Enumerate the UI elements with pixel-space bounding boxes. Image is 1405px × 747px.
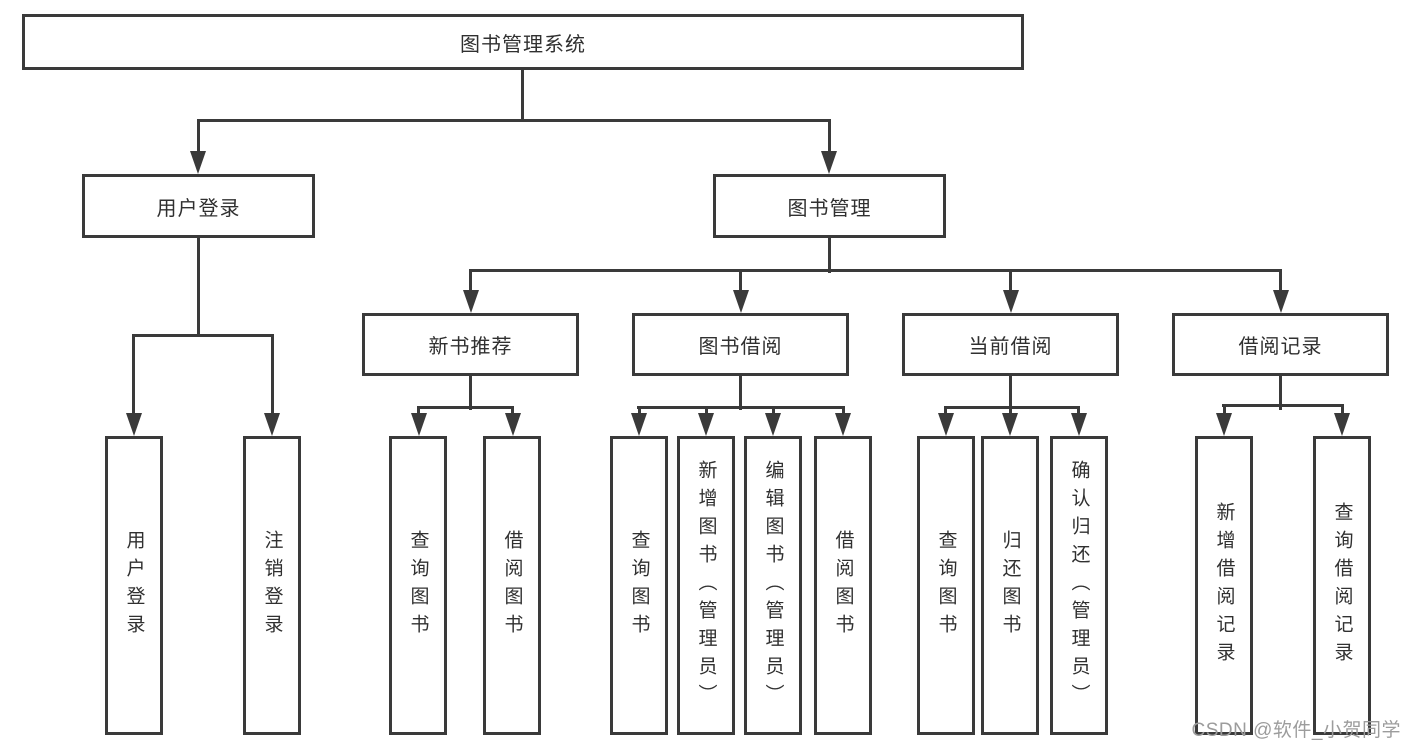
connector-line-v — [842, 406, 845, 416]
leaf-add-borrow-record: 新增借阅记录 — [1195, 436, 1253, 735]
connector-line-h — [197, 119, 831, 122]
leaf-query-borrow-record-label: 查询借阅记录 — [1331, 501, 1353, 670]
connector-line-v — [1279, 269, 1282, 293]
leaf-query-books-current-label: 查询图书 — [935, 529, 957, 642]
leaf-return-books: 归还图书 — [981, 436, 1039, 735]
leaf-query-borrow-record: 查询借阅记录 — [1313, 436, 1371, 735]
connector-line-v — [705, 406, 708, 416]
connector-line-v — [1223, 404, 1226, 416]
arrow-down-icon — [190, 151, 206, 174]
arrow-down-icon — [938, 413, 954, 436]
leaf-query-books-borrowing: 查询图书 — [610, 436, 668, 735]
node-new-book-recommendation: 新书推荐 — [362, 313, 579, 376]
connector-line-v — [132, 334, 135, 416]
arrow-down-icon — [505, 413, 521, 436]
connector-line-v — [944, 406, 947, 416]
node-current-borrowing-label: 当前借阅 — [968, 336, 1053, 358]
leaf-confirm-return-admin: 确认归还（管理员） — [1050, 436, 1108, 735]
connector-line-h — [132, 334, 274, 337]
connector-line-h — [417, 406, 514, 409]
connector-line-v — [197, 119, 200, 153]
connector-line-v — [1077, 406, 1080, 416]
connector-line-v — [1009, 269, 1012, 293]
node-current-borrowing: 当前借阅 — [902, 313, 1119, 376]
arrow-down-icon — [463, 290, 479, 313]
connector-line-v — [638, 406, 641, 416]
leaf-user-login-label: 用户登录 — [123, 529, 145, 642]
connector-line-v — [417, 406, 420, 416]
node-new-book-recommendation-label: 新书推荐 — [428, 336, 513, 358]
node-book-borrowing-label: 图书借阅 — [698, 336, 783, 358]
leaf-query-books-recommend: 查询图书 — [389, 436, 447, 735]
node-user-login: 用户登录 — [82, 174, 315, 238]
leaf-return-books-label: 归还图书 — [999, 529, 1021, 642]
connector-line-v — [1009, 406, 1012, 416]
arrow-down-icon — [126, 413, 142, 436]
leaf-borrow-books-recommend-label: 借阅图书 — [501, 529, 523, 642]
leaf-edit-book-admin: 编辑图书（管理员） — [744, 436, 802, 735]
arrow-down-icon — [1273, 290, 1289, 313]
arrow-down-icon — [1002, 413, 1018, 436]
arrow-down-icon — [1334, 413, 1350, 436]
connector-line-v — [521, 70, 524, 121]
leaf-edit-book-admin-label: 编辑图书（管理员） — [762, 459, 784, 712]
leaf-add-borrow-record-label: 新增借阅记录 — [1213, 501, 1235, 670]
connector-line-h — [637, 406, 845, 409]
connector-line-v — [828, 119, 831, 153]
connector-line-v — [469, 376, 472, 410]
arrow-down-icon — [821, 151, 837, 174]
arrow-down-icon — [631, 413, 647, 436]
arrow-down-icon — [1216, 413, 1232, 436]
node-root-label: 图书管理系统 — [460, 33, 586, 56]
connector-line-v — [511, 406, 514, 416]
node-book-management: 图书管理 — [713, 174, 946, 238]
watermark: CSDN @软件_小贺同学 — [1191, 720, 1401, 741]
connector-line-v — [1341, 404, 1344, 416]
leaf-add-book-admin-label: 新增图书（管理员） — [695, 459, 717, 712]
leaf-confirm-return-admin-label: 确认归还（管理员） — [1068, 459, 1090, 712]
leaf-borrow-books-recommend: 借阅图书 — [483, 436, 541, 735]
connector-line-v — [1009, 376, 1012, 410]
leaf-query-books-borrowing-label: 查询图书 — [628, 529, 650, 642]
leaf-borrow-books-label: 借阅图书 — [832, 529, 854, 642]
connector-line-h — [1222, 404, 1344, 407]
node-book-borrowing: 图书借阅 — [632, 313, 849, 376]
connector-line-v — [469, 269, 472, 293]
node-user-login-label: 用户登录 — [156, 197, 241, 220]
arrow-down-icon — [733, 290, 749, 313]
connector-line-h — [944, 406, 1080, 409]
leaf-query-books-current: 查询图书 — [917, 436, 975, 735]
node-book-management-label: 图书管理 — [787, 197, 872, 220]
arrow-down-icon — [264, 413, 280, 436]
leaf-query-books-recommend-label: 查询图书 — [407, 529, 429, 642]
node-borrowing-records-label: 借阅记录 — [1238, 336, 1323, 358]
node-borrowing-records: 借阅记录 — [1172, 313, 1389, 376]
connector-line-v — [739, 376, 742, 410]
leaf-logout-login: 注销登录 — [243, 436, 301, 735]
arrow-down-icon — [1071, 413, 1087, 436]
node-root: 图书管理系统 — [22, 14, 1024, 70]
connector-line-v — [1279, 376, 1282, 410]
connector-line-v — [197, 238, 200, 337]
leaf-add-book-admin: 新增图书（管理员） — [677, 436, 735, 735]
arrow-down-icon — [1003, 290, 1019, 313]
arrow-down-icon — [698, 413, 714, 436]
arrow-down-icon — [411, 413, 427, 436]
connector-line-v — [271, 334, 274, 416]
connector-line-v — [772, 406, 775, 416]
arrow-down-icon — [765, 413, 781, 436]
leaf-borrow-books: 借阅图书 — [814, 436, 872, 735]
arrow-down-icon — [835, 413, 851, 436]
connector-line-v — [739, 269, 742, 293]
connector-line-v — [828, 238, 831, 273]
leaf-user-login: 用户登录 — [105, 436, 163, 735]
connector-line-h — [469, 269, 1282, 272]
leaf-logout-login-label: 注销登录 — [261, 529, 283, 642]
